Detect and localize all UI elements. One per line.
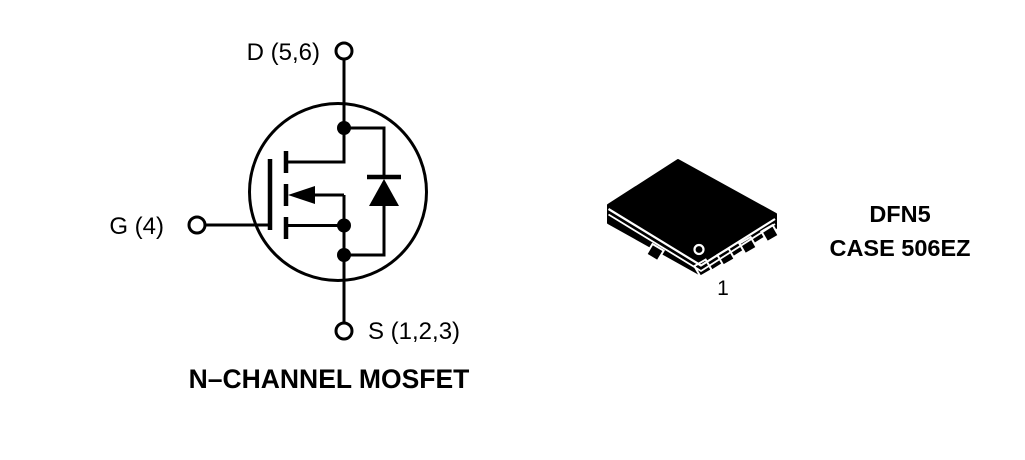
source-label: S (1,2,3)	[368, 318, 460, 345]
package-top-keyline	[607, 208, 776, 267]
drain-branch-wire	[284, 128, 346, 164]
source-junction-dot	[337, 218, 351, 233]
package-pad	[738, 235, 758, 256]
diode-triangle	[369, 179, 399, 206]
drain-label: D (5,6)	[247, 39, 320, 66]
pin1-label: 1	[717, 277, 729, 300]
mosfet-schematic: D (5,6) G (4) S (1,2,3) N–CHANNEL MOSFET	[109, 39, 469, 394]
package-body	[607, 159, 777, 276]
gate-label: G (4)	[109, 213, 164, 240]
drain-terminal-circle	[334, 41, 354, 61]
pin1-indicator-ring	[693, 243, 705, 256]
mosfet-body-circle	[248, 102, 428, 282]
package-chamfer-keyline	[608, 213, 776, 272]
gate-terminal-circle	[187, 215, 207, 235]
diode-junction-dot	[337, 248, 351, 262]
package-title: DFN5 CASE 506EZ	[829, 201, 970, 261]
drain-junction-dot	[337, 121, 351, 135]
schematic-caption: N–CHANNEL MOSFET	[189, 364, 470, 394]
diode-bottom-wire	[344, 206, 386, 257]
package-name: DFN5	[869, 201, 930, 227]
package-pad	[644, 242, 666, 263]
source-terminal-circle	[334, 321, 354, 341]
package-case: CASE 506EZ	[829, 235, 970, 261]
package-drawing: 1	[607, 159, 780, 300]
body-arrowhead	[288, 186, 315, 204]
diode-top-wire	[344, 126, 386, 177]
